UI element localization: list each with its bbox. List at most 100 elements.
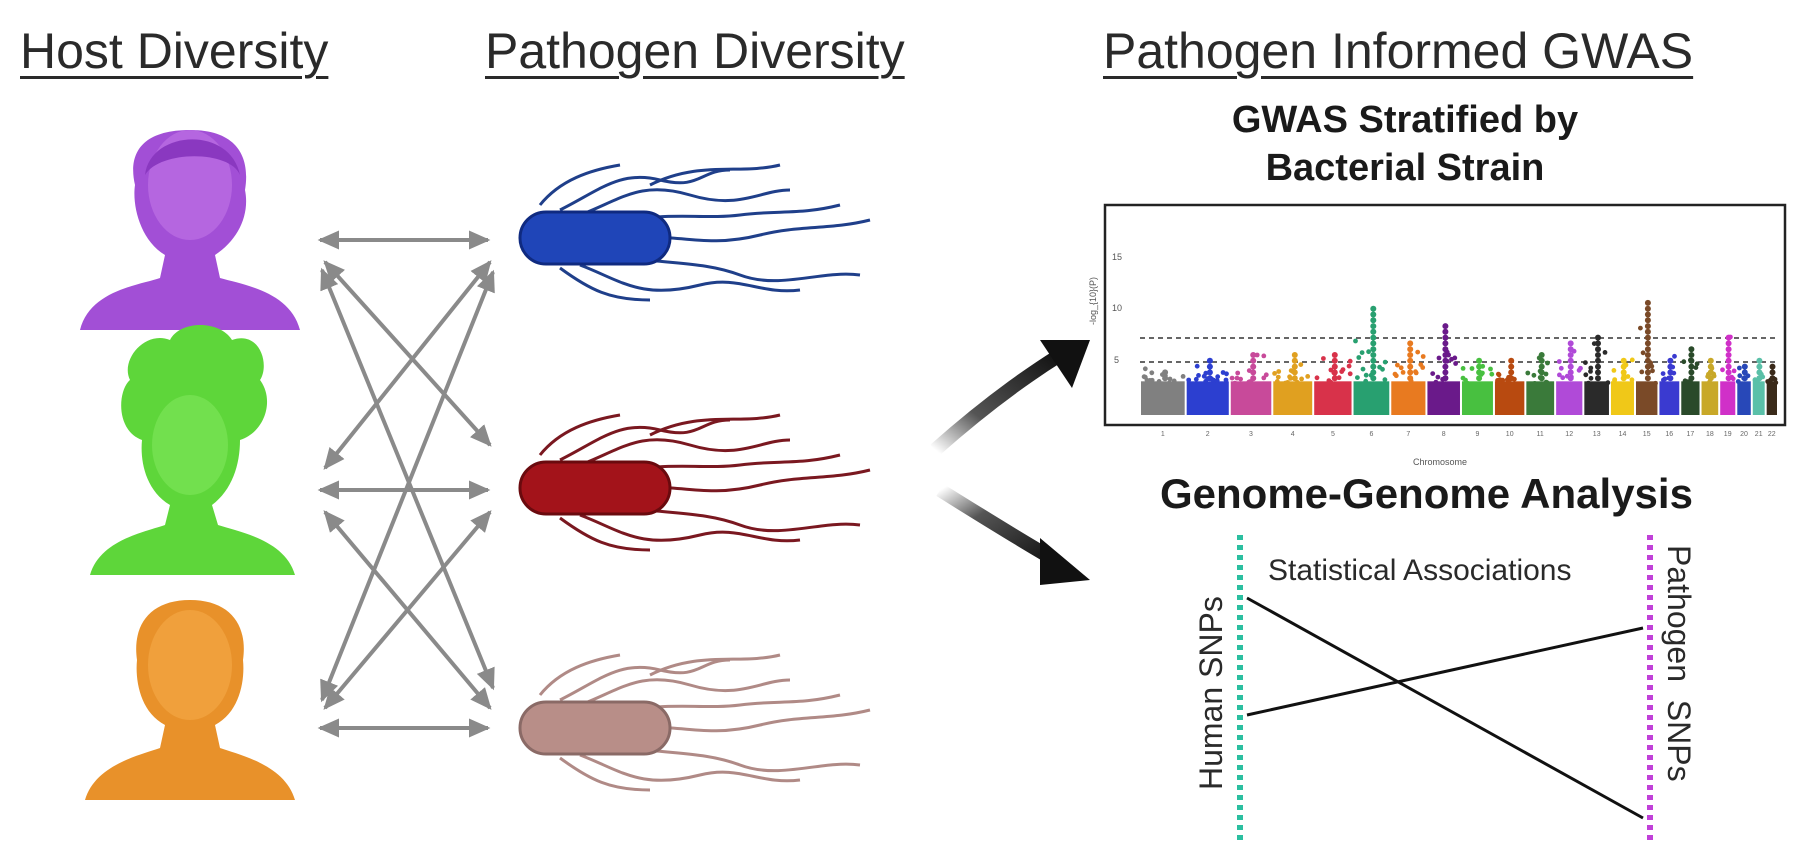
snp-peak-point — [1250, 369, 1257, 376]
human-snps-label: Human SNPs — [1193, 596, 1229, 790]
snp-peak-point — [1725, 357, 1732, 364]
snp-point — [1452, 355, 1458, 361]
snp-point — [1167, 376, 1173, 382]
snp-point — [1497, 377, 1503, 382]
snp-point — [1415, 349, 1421, 355]
chromosome-tick-label: 1 — [1161, 431, 1165, 438]
snp-peak-point — [1407, 375, 1414, 382]
snp-peak-point — [1291, 369, 1298, 376]
snp-point — [1543, 371, 1549, 377]
snp-peak-point — [1538, 363, 1545, 370]
chromosome-9-points — [1460, 357, 1495, 415]
snp-point — [1359, 350, 1365, 355]
snp-peak-point — [1567, 369, 1574, 376]
snp-peak-point — [1331, 357, 1338, 364]
snp-point — [1660, 371, 1666, 376]
snp-peak-point — [1595, 375, 1601, 382]
snp-point — [1347, 358, 1353, 364]
snp-point — [1194, 363, 1200, 369]
snp-point — [1214, 378, 1220, 383]
snp-point — [1321, 356, 1326, 361]
snp-peak-point — [1725, 334, 1732, 341]
chromosome-tick-label: 14 — [1619, 431, 1627, 438]
snp-peak-point — [1725, 369, 1732, 376]
snp-point — [1298, 362, 1304, 367]
snp-point — [1294, 379, 1300, 385]
chromosome-6-points — [1353, 305, 1390, 415]
chromosome-tick-label: 15 — [1643, 431, 1651, 438]
snp-point — [1261, 353, 1267, 359]
heading-host-diversity: Host Diversity — [20, 23, 329, 79]
snp-peak-point — [1508, 375, 1515, 382]
chromosome-tick-label: 2 — [1206, 431, 1210, 438]
snp-point — [1465, 381, 1471, 386]
snp-peak-point — [1291, 357, 1298, 364]
snp-point — [1400, 370, 1406, 375]
chromosome-tick-label: 18 — [1706, 431, 1714, 438]
chromosome-7-base — [1391, 381, 1426, 415]
snp-peak-point — [1725, 346, 1732, 353]
snp-peak-point — [1644, 369, 1651, 376]
snp-point — [1693, 365, 1699, 370]
chromosome-18-base — [1701, 381, 1719, 415]
genome-genome-title: Genome-Genome Analysis — [1160, 470, 1693, 517]
snp-peak-point — [1206, 375, 1213, 382]
snp-point — [1382, 359, 1388, 365]
snp-peak-point — [1688, 352, 1695, 358]
snp-peak-point — [1567, 352, 1574, 358]
snp-peak-point — [1756, 369, 1763, 376]
snp-point — [1773, 380, 1779, 386]
snp-point — [1355, 375, 1360, 380]
snp-point — [1283, 380, 1288, 386]
chromosome-3-base — [1230, 381, 1272, 415]
snp-peak-point — [1476, 363, 1483, 370]
link-purple-red — [323, 260, 492, 447]
snp-point — [1186, 377, 1192, 383]
snp-peak-point — [1688, 357, 1695, 364]
snp-point — [1142, 366, 1148, 372]
snp-peak-point — [1250, 363, 1257, 370]
snp-point — [1453, 361, 1458, 366]
snp-peak-point — [1595, 346, 1601, 353]
chromosome-4-points — [1272, 352, 1313, 415]
snp-peak-point — [1331, 352, 1338, 358]
snp-peak-point — [1508, 369, 1515, 376]
snp-peak-point — [1644, 328, 1651, 335]
snp-peak-point — [1442, 363, 1449, 370]
snp-point — [1653, 380, 1658, 386]
snp-peak-point — [1707, 357, 1714, 364]
snp-peak-point — [1442, 328, 1449, 335]
snp-point — [1395, 362, 1400, 368]
chromosome-10-points — [1494, 357, 1525, 415]
snp-peak-point — [1707, 375, 1714, 382]
snp-point — [1420, 365, 1426, 370]
snp-peak-point — [1508, 363, 1515, 370]
chromosome-14-points — [1610, 357, 1635, 415]
snp-peak-point — [1370, 311, 1377, 318]
chromosome-21-base — [1752, 381, 1765, 415]
chromosome-columns — [1141, 299, 1779, 415]
snp-peak-point — [1725, 352, 1732, 358]
snp-point — [1299, 376, 1304, 382]
snp-point — [1735, 379, 1741, 384]
chromosome-2-points — [1186, 357, 1229, 415]
chromosome-tick-label: 5 — [1331, 431, 1335, 438]
chromosome-9-base — [1461, 381, 1493, 415]
snp-peak-point — [1407, 363, 1414, 370]
chromosome-tick-label: 11 — [1537, 431, 1544, 438]
snp-point — [1261, 375, 1267, 381]
chromosome-5-points — [1314, 352, 1353, 415]
snp-peak-point — [1595, 340, 1601, 347]
snp-peak-point — [1620, 363, 1627, 370]
snp-point — [1356, 355, 1362, 360]
chromosome-4-base — [1273, 381, 1313, 415]
snp-point — [1612, 377, 1618, 382]
snp-point — [1544, 380, 1550, 385]
chromosome-tick-label: 3 — [1249, 431, 1253, 438]
arrow-head-gwas-icon — [1040, 340, 1090, 388]
snp-point — [1229, 375, 1235, 381]
chromosome-tick-label: 17 — [1687, 431, 1695, 438]
snp-point — [1650, 368, 1655, 374]
snp-peak-point — [1442, 323, 1449, 330]
